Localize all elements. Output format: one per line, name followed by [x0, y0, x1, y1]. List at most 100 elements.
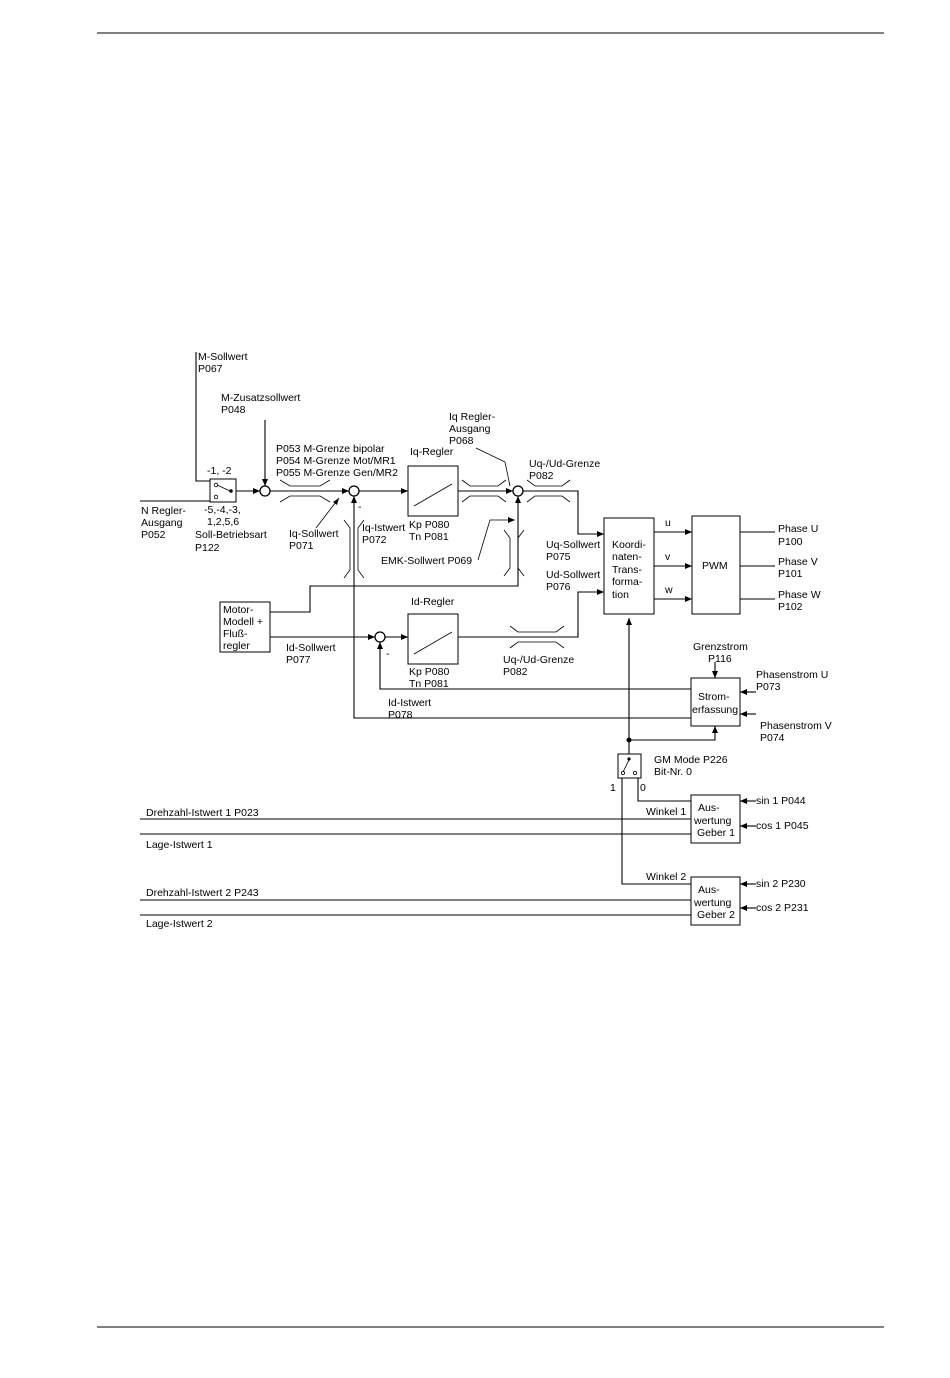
w-label: w: [664, 584, 673, 596]
uq-sollwert-line: [523, 490, 604, 535]
ausw1-label-1: Aus-: [698, 802, 720, 814]
motor-label-3: Fluß-: [223, 628, 248, 640]
uq-ud-grenze-bot-label: Uq-/Ud-Grenze: [503, 654, 574, 666]
pwm-box: [691, 515, 741, 615]
winkel2-line: [621, 778, 691, 885]
id-regler-ramp: [413, 631, 453, 655]
junction-dot: [626, 737, 632, 743]
p067-label: P067: [198, 363, 223, 375]
lage2-label: Lage-Istwert 2: [146, 918, 213, 930]
id-regler-box: [407, 613, 459, 665]
p076-label: P076: [546, 581, 571, 593]
phasenstrom-u-label: Phasenstrom U: [756, 669, 828, 681]
id-istwert-feedback: [379, 642, 691, 690]
p048-label: P048: [221, 404, 246, 416]
limiter-m-grenze: [279, 479, 331, 503]
winkel1-label: Winkel 1: [646, 806, 686, 818]
iq-ausgang-label-1: Iq Regler-: [449, 411, 496, 423]
id-istwert-label: Id-Istwert: [388, 697, 431, 709]
stromerfassung-box: [690, 677, 741, 727]
iq-kp-label: Kp P080: [409, 519, 449, 531]
iq-regler-box: [407, 465, 459, 517]
p102-label: P102: [778, 601, 803, 613]
sum-node-3: [512, 485, 524, 497]
sin2-label: sin 2 P230: [756, 878, 806, 890]
phase-v-label: Phase V: [778, 556, 818, 568]
iq-istwert-label: Iq-Istwert: [362, 522, 405, 534]
emk-label: EMK-Sollwert P069: [381, 555, 472, 567]
m-zusatz-label: M-Zusatzsollwert: [221, 392, 300, 404]
drehzahl1-label: Drehzahl-Istwert 1 P023: [146, 807, 259, 819]
p075-label: P075: [546, 551, 571, 563]
m-sollwert-label: M-Sollwert: [198, 351, 248, 363]
p116-label: P116: [708, 653, 732, 665]
mode-bot2-label: 1,2,5,6: [207, 516, 239, 528]
iq-regler-label: Iq-Regler: [410, 446, 454, 458]
p078-label: P078: [388, 709, 413, 721]
minus-iq: -: [358, 501, 362, 513]
auswertung-geber2-box: [690, 876, 741, 926]
geber2-label: Geber 2: [697, 909, 735, 921]
id-kp-label: Kp P080: [409, 666, 449, 678]
p074-label: P074: [760, 732, 785, 744]
grenze3-label: P055 M-Grenze Gen/MR2: [276, 467, 398, 479]
pwm-label: PWM: [702, 560, 728, 572]
mode-bot1-label: -5,-4,-3,: [204, 504, 241, 516]
id-regler-label: Id-Regler: [411, 596, 455, 608]
leader-emk: [477, 519, 515, 561]
koordinaten-transformation-box: [603, 517, 655, 615]
ud-sollwert-line: [458, 591, 604, 638]
p072-label: P072: [362, 534, 387, 546]
p077-label: P077: [286, 654, 311, 666]
n-regler-label-2: Ausgang: [141, 517, 183, 529]
emk-feed-line: [270, 496, 519, 613]
id-tn-label: Tn P081: [409, 678, 449, 690]
leader-iq-ausgang: [475, 447, 511, 487]
lage1-label: Lage-Istwert 1: [146, 839, 213, 851]
mode-switch-symbol: [213, 482, 233, 500]
iq-istwert-feedback: [353, 496, 691, 719]
ausw2-label-2: wertung: [693, 897, 732, 909]
ud-sollwert-label: Ud-Sollwert: [546, 569, 600, 581]
p073-label: P073: [756, 681, 781, 693]
zero-label: 0: [640, 782, 646, 794]
motor-modell-box: [219, 601, 271, 653]
koord-label-2: naten-: [612, 551, 642, 563]
id-sollwert-label: Id-Sollwert: [286, 642, 336, 654]
gm-mode-label: GM Mode P226: [654, 754, 728, 766]
grenze2-label: P054 M-Grenze Mot/MR1: [276, 455, 396, 467]
grenze1-label: P053 M-Grenze bipolar: [276, 443, 385, 455]
limiter-ud: [509, 625, 565, 649]
p068-label: P068: [449, 435, 474, 447]
strom-label-2: erfassung: [692, 704, 738, 716]
motor-label-1: Motor-: [223, 604, 254, 616]
phasenstrom-v-label: Phasenstrom V: [760, 720, 832, 732]
uq-ud-grenze-top-label: Uq-/Ud-Grenze: [529, 458, 600, 470]
gm-switch-symbol: [621, 757, 638, 776]
sin1-label: sin 1 P044: [756, 795, 806, 807]
n-regler-label-1: N Regler-: [141, 505, 186, 517]
grenzstrom-label: Grenzstrom: [693, 641, 748, 653]
iq-tn-label: Tn P081: [409, 531, 449, 543]
bit-nr-label: Bit-Nr. 0: [654, 766, 692, 778]
limiter-uq: [526, 479, 571, 503]
strom-label-1: Strom-: [698, 691, 730, 703]
iq-ausgang-label-2: Ausgang: [449, 423, 491, 435]
u-label: u: [665, 517, 671, 529]
geber1-label: Geber 1: [697, 827, 735, 839]
koord-label-5: tion: [612, 589, 629, 601]
phase-w-label: Phase W: [778, 589, 821, 601]
minus-id: -: [386, 648, 390, 660]
p071-label: P071: [289, 540, 314, 552]
one-label: 1: [610, 782, 616, 794]
koord-label-1: Koordi-: [612, 539, 646, 551]
angle-to-strom: [629, 726, 716, 741]
koord-label-4: forma-: [612, 576, 643, 588]
mode-top-label: -1, -2: [207, 465, 232, 477]
cos2-label: cos 2 P231: [756, 902, 809, 914]
p122-label: P122: [195, 542, 220, 554]
iq-sollwert-label: Iq-Sollwert: [289, 528, 339, 540]
limiter-iq-istwert: [343, 519, 365, 579]
p100-label: P100: [778, 536, 803, 548]
